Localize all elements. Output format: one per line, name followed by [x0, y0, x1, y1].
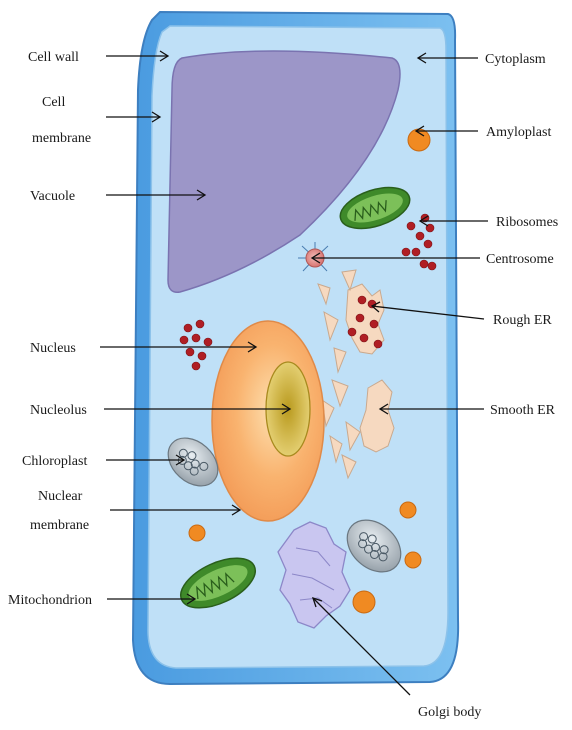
- label-nuclear-membrane-line1: Nuclear: [38, 489, 83, 504]
- label-nuclear-membrane-line2: membrane: [30, 518, 89, 533]
- label-rough-er: Rough ER: [493, 313, 552, 328]
- label-nucleus: Nucleus: [30, 341, 76, 356]
- label-cell-wall: Cell wall: [28, 50, 79, 65]
- label-vacuole: Vacuole: [30, 189, 75, 204]
- label-cytoplasm: Cytoplasm: [485, 52, 546, 67]
- label-cell-membrane-line2: membrane: [32, 131, 91, 146]
- label-ribosomes: Ribosomes: [496, 215, 558, 230]
- label-amyloplast: Amyloplast: [486, 125, 551, 140]
- label-centrosome: Centrosome: [486, 252, 554, 267]
- label-smooth-er: Smooth ER: [490, 403, 556, 418]
- label-chloroplast: Chloroplast: [22, 454, 87, 469]
- label-nucleolus: Nucleolus: [30, 403, 87, 418]
- label-golgi-body: Golgi body: [418, 705, 481, 720]
- label-cell-membrane-line1: Cell: [42, 95, 65, 110]
- label-mitochondrion: Mitochondrion: [8, 593, 92, 608]
